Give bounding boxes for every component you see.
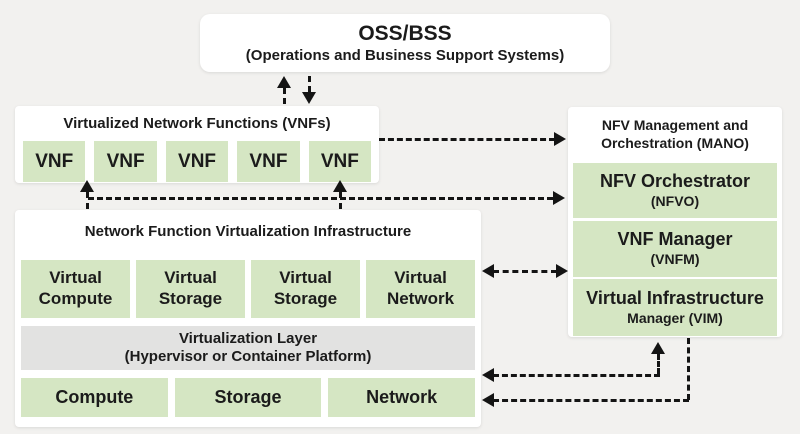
oss-bss-box: OSS/BSS (Operations and Business Support… [200,14,610,72]
vnf-item: VNF [308,141,372,182]
label-line: Compute [38,289,113,308]
vnf-row: VNF VNF VNF VNF VNF [23,141,372,182]
label-line: (Hypervisor or Container Platform) [124,348,372,365]
network-box: Network [328,378,476,417]
vnf-item: VNF [165,141,229,182]
label-line: (NFVO) [650,192,700,209]
oss-bss-subtitle: (Operations and Business Support Systems… [245,47,565,64]
hardware-resources-row: Compute Storage Network [21,378,476,417]
vnfs-box: Virtualized Network Functions (VNFs) VNF… [15,106,379,183]
mano-title: NFV Management and Orchestration (MANO) [568,117,782,152]
oss-bss-title: OSS/BSS [358,22,452,45]
vnf-item: VNF [23,141,86,182]
virtual-storage-box: Virtual Storage [136,260,245,318]
virtual-compute-box: Virtual Compute [21,260,130,318]
nfvi-title: Network Function Virtualization Infrastr… [84,223,412,240]
virtual-network-box: Virtual Network [366,260,475,318]
vnf-manager-box: VNF Manager (VNFM) [573,221,777,277]
label-line: Virtualization Layer [178,329,318,347]
label-line: Virtual [279,268,332,288]
virtual-storage-box-2: Virtual Storage [251,260,360,318]
compute-box: Compute [21,378,168,417]
label-line: NFV Orchestrator [599,170,751,191]
nfvi-box: Network Function Virtualization Infrastr… [15,210,481,427]
mano-title-line1: NFV Management and [601,117,749,133]
virtualization-layer-box: Virtualization Layer (Hypervisor or Cont… [21,326,475,370]
label-line: Virtual [394,268,447,288]
vnf-item: VNF [237,141,300,182]
virtual-resources-row: Virtual Compute Virtual Storage Virtual … [21,260,475,318]
mano-title-line2: Orchestration (MANO) [601,134,749,151]
nfv-orchestrator-box: NFV Orchestrator (NFVO) [573,163,777,218]
label-line: VNF Manager [617,229,733,250]
label-line: (VNFM) [650,251,700,268]
label-line: Storage [273,289,338,308]
label-line: Virtual [49,268,102,288]
label-line: Virtual [164,268,217,288]
vnfs-title: Virtualized Network Functions (VNFs) [63,115,331,132]
storage-box: Storage [174,378,322,417]
vnf-item: VNF [94,141,157,182]
mano-box: NFV Management and Orchestration (MANO) … [568,107,782,337]
label-line: Virtual Infrastructure [586,287,764,308]
label-line: Manager (VIM) [627,309,723,326]
label-line: Storage [158,289,223,308]
label-line: Network [386,289,455,308]
vim-box: Virtual Infrastructure Manager (VIM) [573,279,777,336]
